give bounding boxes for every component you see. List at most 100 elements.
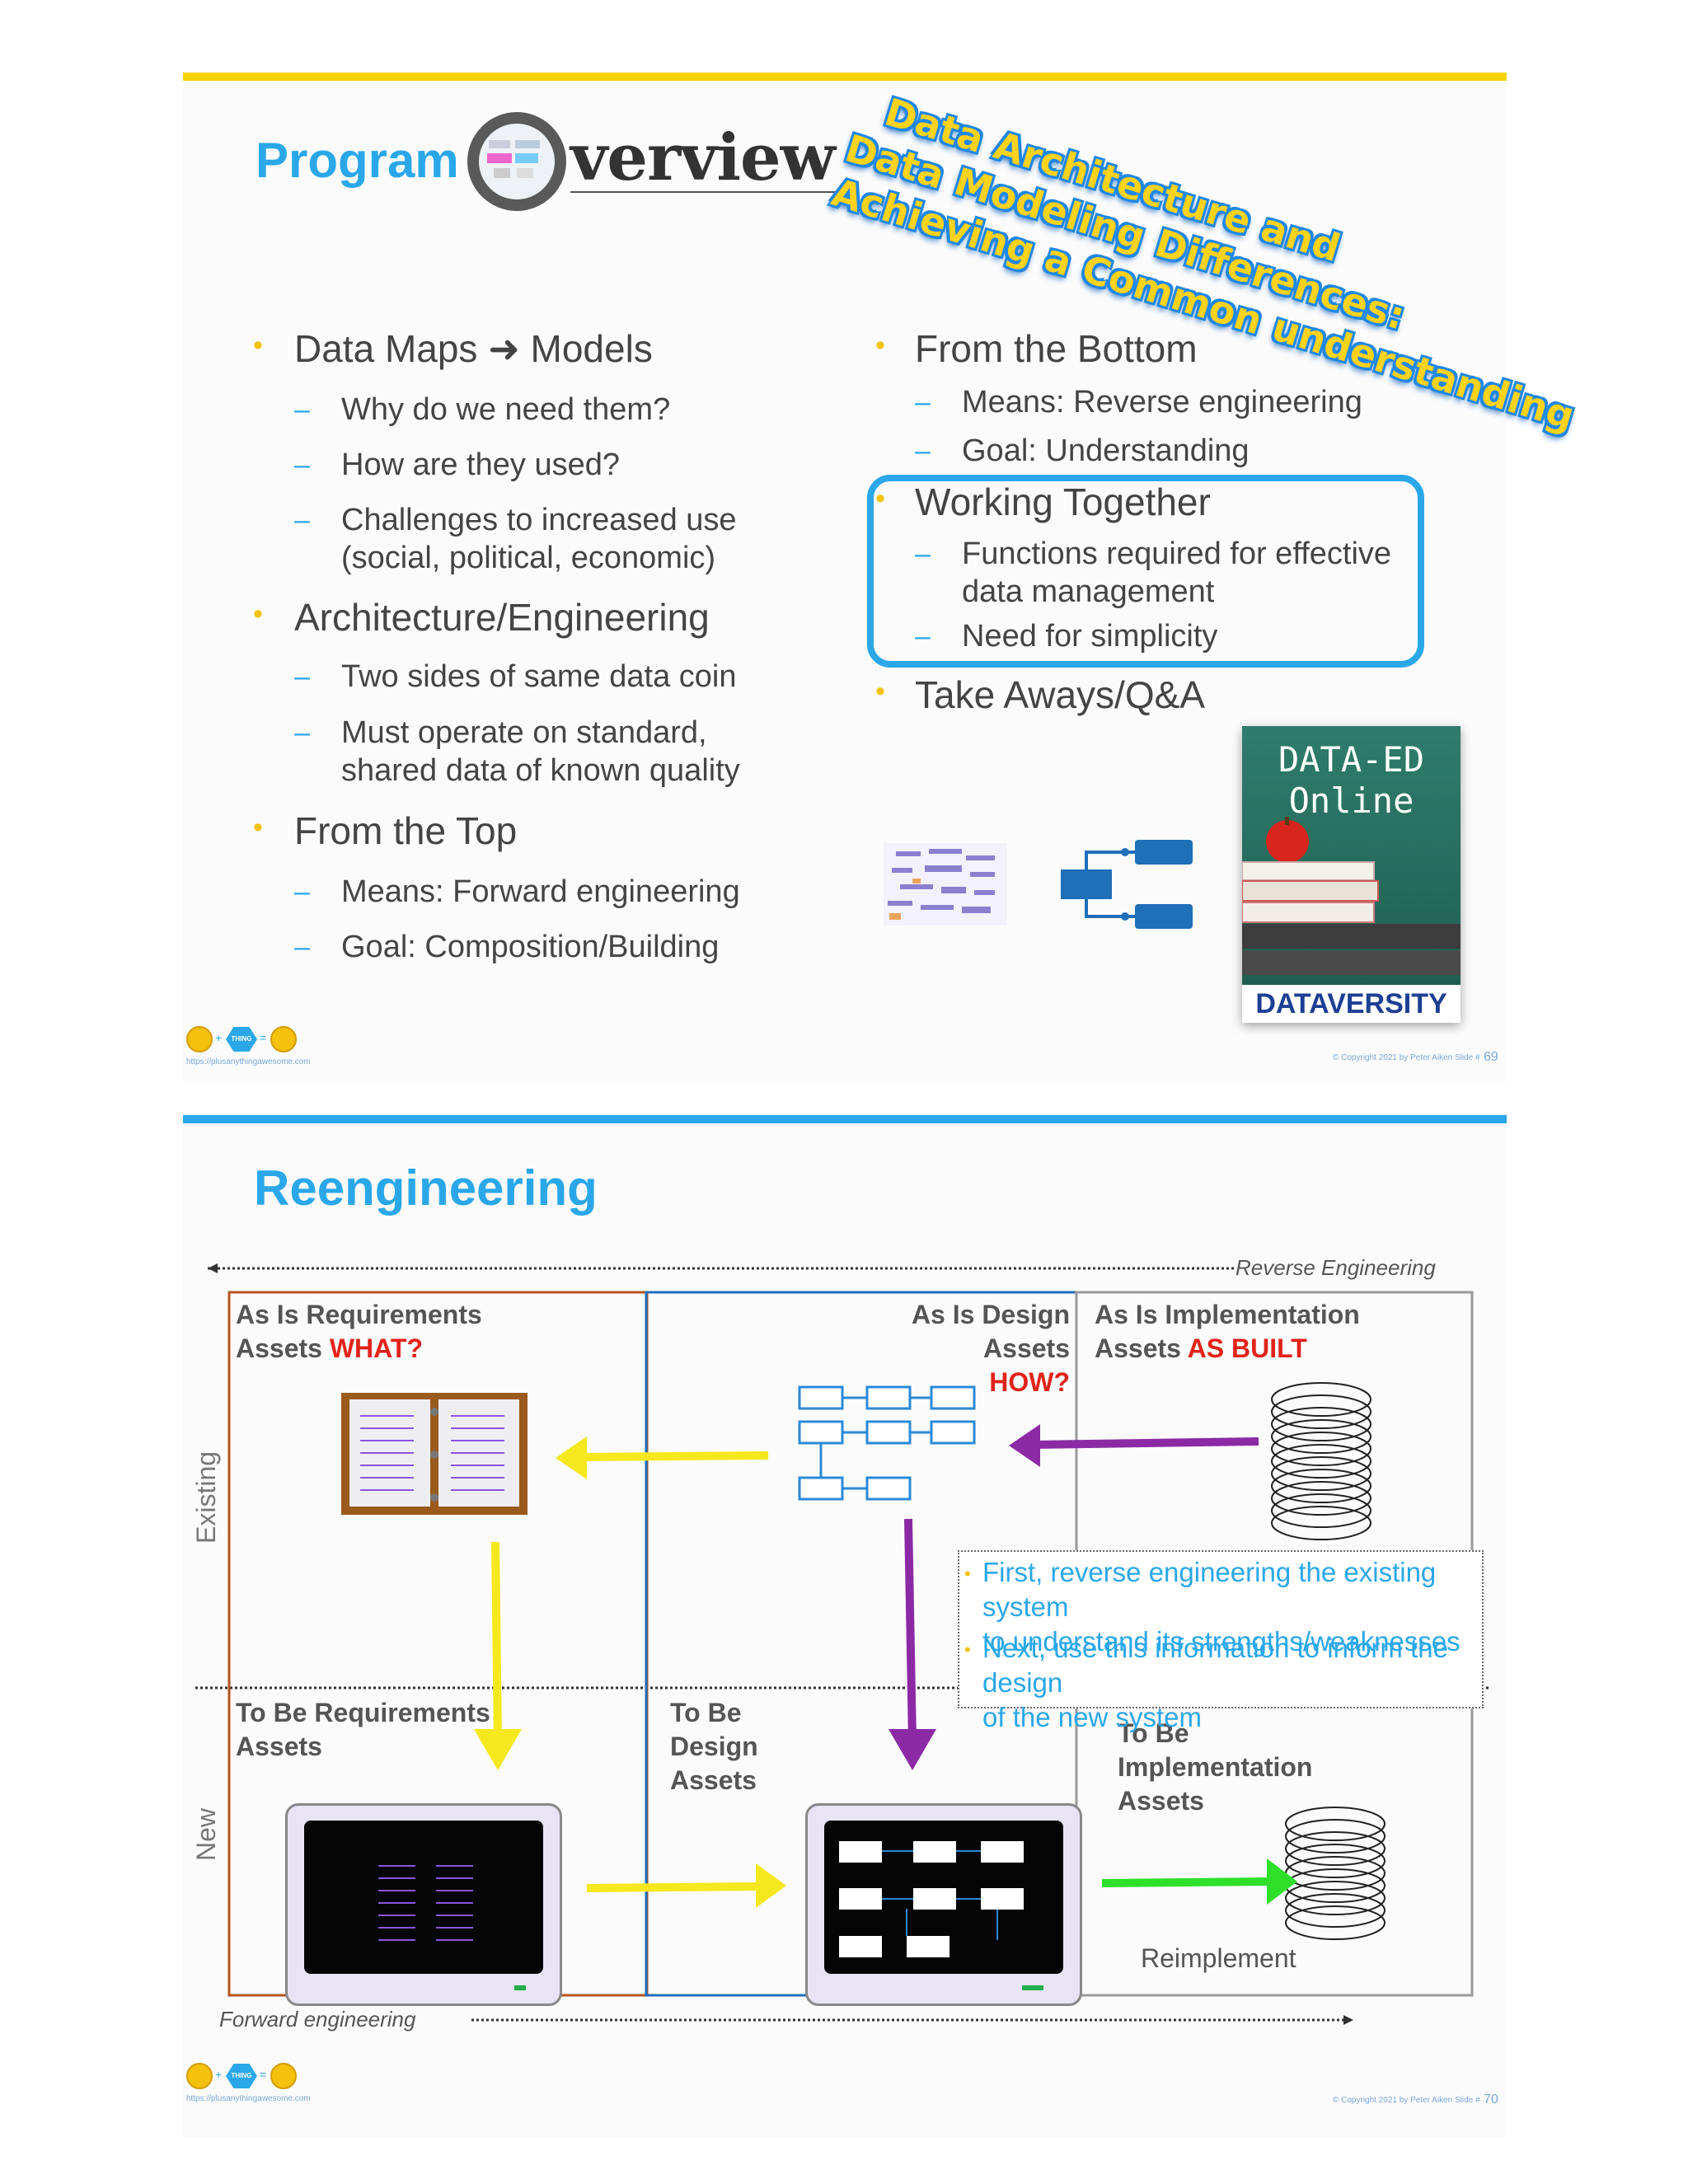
slide-reengineering: Reengineering (183, 1115, 1507, 2137)
agenda-heading: From the Bottom (915, 327, 1198, 370)
dash-marker: – (294, 504, 310, 536)
dash-marker: – (915, 621, 931, 652)
session-title-banner: Data Architecture and Data Modeling Diff… (827, 81, 1579, 439)
magnifier-content (487, 140, 540, 178)
dash-marker: – (294, 876, 310, 907)
agenda-heading: From the Top (294, 809, 518, 852)
how-highlight: HOW? (989, 1367, 1070, 1397)
data-ed-text: DATA-ED (1278, 739, 1424, 780)
forward-engineering-label: Forward engineering (219, 2007, 416, 2032)
agenda-sub: Two sides of same data coin (341, 659, 737, 694)
coin-icon (186, 1026, 213, 1052)
agenda-sub: Functions required for effective data ma… (962, 537, 1392, 609)
bullet-dot: • (875, 330, 885, 361)
note-text: First, reverse engineering the existing … (982, 1557, 1461, 1657)
arrowhead-right (1343, 2015, 1353, 2025)
bullet-dot: • (253, 812, 263, 843)
arrowhead-left (208, 1263, 218, 1273)
label-line: As Is Requirements (236, 1300, 482, 1329)
bullet-dot: • (253, 330, 263, 361)
plus-icon: + (215, 2068, 223, 2081)
as-built-highlight: AS BUILT (1187, 1333, 1307, 1363)
design-monitor (805, 1803, 1082, 2006)
highlight-box (867, 475, 1424, 668)
equals-icon: = (260, 1031, 267, 1044)
as-is-design-label: As Is Design Assets HOW? (826, 1298, 1070, 1399)
agenda-heading: Working Together (915, 480, 1211, 523)
title-program: Program (256, 133, 459, 188)
agenda-sub: Why do we need them? (341, 392, 671, 427)
agenda-sub: How are they used? (341, 448, 620, 482)
as-is-implementation-label: As Is Implementation Assets AS BUILT (1095, 1298, 1360, 1366)
yellow-arrow-right (586, 1863, 786, 1908)
slide-number: 69 (1484, 1050, 1498, 1064)
as-is-database-icon (1271, 1382, 1372, 1540)
entity-relationship-icon (1061, 840, 1193, 929)
bullet-dot: • (875, 676, 885, 707)
agenda-sub: Must operate on standard, shared data of… (341, 715, 740, 788)
screen-design-boxes (839, 1841, 1024, 1957)
dash-marker: – (294, 931, 310, 963)
agenda-sub: Goal: Understanding (962, 434, 1250, 468)
to-be-requirements-label: To Be Requirements Assets (236, 1698, 490, 1761)
as-is-requirements-label: As Is Requirements Assets WHAT? (236, 1298, 482, 1366)
slide-program-overview: Program verview Data Architecture and Da… (183, 73, 1579, 1082)
dash-marker: – (294, 394, 310, 425)
label-line: Assets AS BUILT (1095, 1332, 1360, 1366)
bullet-dot: • (964, 1639, 971, 1660)
dash-marker: – (294, 717, 310, 748)
bullet-dot: • (875, 483, 885, 514)
label-line: Assets WHAT? (236, 1332, 482, 1366)
purple-arrow-down (889, 1518, 936, 1770)
power-led (514, 1985, 526, 1990)
coin-icon (186, 2063, 213, 2089)
agenda-sub: Need for simplicity (962, 619, 1218, 654)
dash-marker: – (915, 538, 931, 569)
slide-title: Reengineering (254, 1160, 598, 1216)
agenda-heading: Architecture/Engineering (294, 596, 710, 639)
note-text: Next, use this information to inform the… (982, 1633, 1448, 1732)
green-arrow-right (1101, 1858, 1297, 1905)
yellow-arrow-down (474, 1541, 522, 1770)
footer-logo: + THING = (186, 2061, 318, 2091)
label-text: Assets (236, 1333, 330, 1363)
requirements-monitor (285, 1803, 562, 2006)
yellow-arrow-left (556, 1436, 769, 1479)
dash-marker: – (915, 435, 931, 466)
data-ed-online-graphic: DATA-ED Online DATAVERSITY (1242, 726, 1461, 1023)
monitor-screen (304, 1821, 543, 1974)
reimplement-label: Reimplement (1141, 1943, 1296, 1973)
agenda-sub: Means: Reverse engineering (962, 385, 1362, 419)
thing-hex-icon: THING (226, 2064, 257, 2088)
power-led (1022, 1985, 1043, 1990)
agenda-heading: Data Maps ➜ Models (294, 327, 653, 370)
data-map-thumbnail (884, 843, 1007, 926)
screen-document-lines (378, 1865, 473, 1941)
equals-icon: = (260, 2068, 267, 2081)
what-highlight: WHAT? (329, 1333, 423, 1363)
bullet-dot: • (253, 598, 263, 630)
footer-copyright: © Copyright 2021 by Peter Aiken Slide # (1333, 1053, 1480, 1062)
agenda-sub: Goal: Composition/Building (341, 930, 720, 964)
coin-icon (270, 2063, 297, 2089)
books-apple-icon (1242, 817, 1461, 975)
dash-marker: – (915, 387, 931, 418)
footer-copyright: © Copyright 2021 by Peter Aiken Slide # (1333, 2096, 1480, 2105)
agenda-sub: Means: Forward engineering (341, 874, 740, 909)
footer-url[interactable]: https://plusanythingawesome.com (186, 2094, 311, 2103)
label-line: As Is Design Assets (911, 1300, 1070, 1363)
footer-url[interactable]: https://plusanythingawesome.com (186, 1057, 311, 1066)
thing-hex-icon: THING (226, 1027, 257, 1052)
explanation-note: • First, reverse engineering the existin… (958, 1550, 1484, 1732)
dash-marker: – (294, 449, 310, 480)
design-boxes-icon (798, 1385, 976, 1501)
title-overview: verview (570, 120, 836, 195)
new-axis-label: New (191, 1807, 221, 1861)
plus-icon: + (215, 1031, 223, 1044)
dataversity-logo: DATAVERSITY (1242, 985, 1461, 1023)
coin-icon (270, 1026, 297, 1052)
magnifier-icon (467, 112, 566, 211)
existing-axis-label: Existing (191, 1451, 221, 1544)
label-line: As Is Implementation (1095, 1300, 1360, 1329)
to-be-design-label: To Be Design Assets (670, 1698, 758, 1795)
